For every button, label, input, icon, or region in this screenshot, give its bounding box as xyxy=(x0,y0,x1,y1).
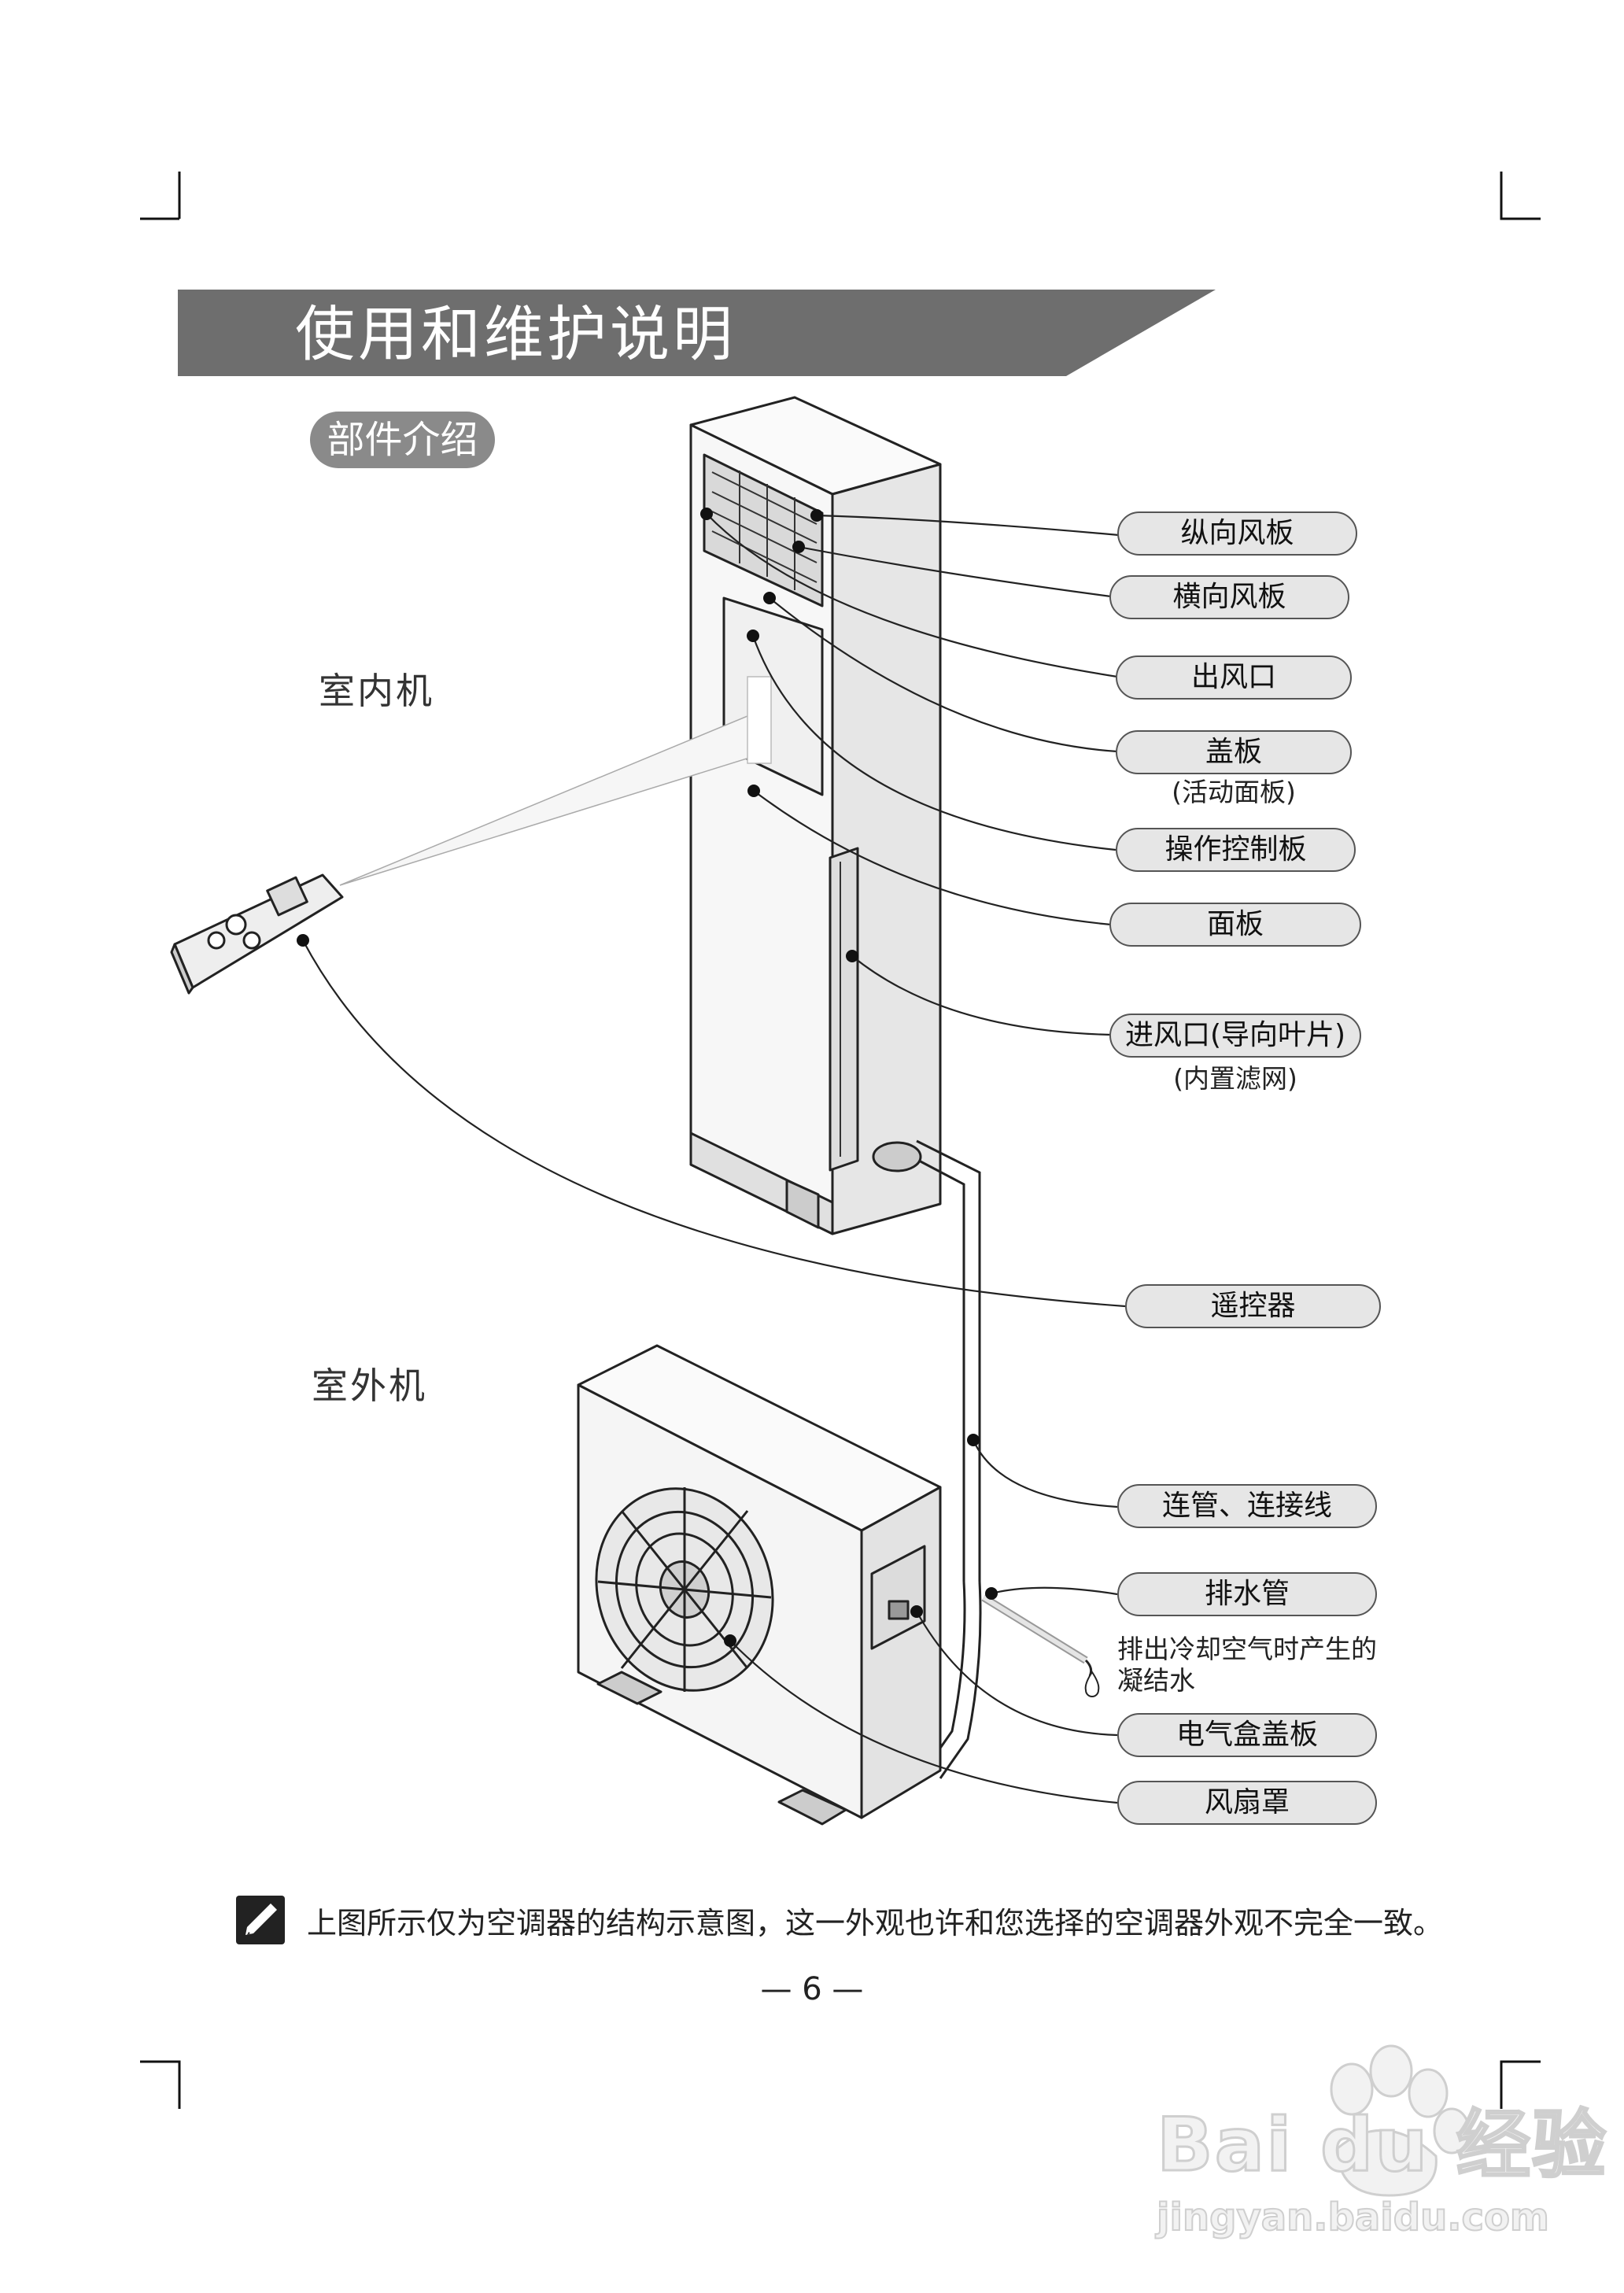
part-horizontal-louver: 横向风板 xyxy=(1109,575,1349,619)
part-fan-guard: 风扇罩 xyxy=(1117,1781,1377,1825)
part-electrical-box-cover: 电气盒盖板 xyxy=(1117,1713,1377,1757)
drain-pipe-note: 排出冷却空气时产生的 凝结水 xyxy=(1117,1634,1377,1697)
title-banner xyxy=(178,290,1216,376)
part-connecting-pipe: 连管、连接线 xyxy=(1117,1484,1377,1528)
part-control-panel: 操作控制板 xyxy=(1116,828,1356,872)
part-front-panel: 面板 xyxy=(1109,903,1361,947)
section-label: 部件介绍 xyxy=(310,412,495,468)
part-vertical-louver: 纵向风板 xyxy=(1117,511,1357,556)
water-drop-icon xyxy=(1084,1671,1100,1697)
part-air-inlet-note: (内置滤网) xyxy=(1173,1063,1297,1094)
remote-control xyxy=(170,873,344,995)
part-cover-plate: 盖板 xyxy=(1116,730,1352,774)
part-cover-plate-note: (活动面板) xyxy=(1172,777,1296,807)
page-title: 使用和维护说明 xyxy=(295,299,736,369)
crop-marks xyxy=(140,172,1541,2109)
page-number: — 6 — xyxy=(760,1971,864,2007)
connecting-pipe xyxy=(872,1139,1093,1779)
drain-note-line-1: 排出冷却空气时产生的 xyxy=(1117,1634,1377,1664)
part-drain-pipe: 排水管 xyxy=(1117,1572,1377,1616)
part-air-outlet: 出风口 xyxy=(1116,655,1352,700)
baidu-paw-icon xyxy=(1330,2044,1471,2197)
watermark-brand: Bai du 经验 xyxy=(1156,2102,1607,2190)
drain-note-line-2: 凝结水 xyxy=(1117,1665,1195,1696)
pencil-icon xyxy=(236,1896,285,1944)
disclaimer-text: 上图所示仅为空调器的结构示意图，这一外观也许和您选择的空调器外观不完全一致。 xyxy=(307,1905,1444,1940)
part-remote-control: 遥控器 xyxy=(1125,1284,1381,1328)
indoor-unit-label: 室内机 xyxy=(319,670,434,712)
disclaimer-note: 上图所示仅为空调器的结构示意图，这一外观也许和您选择的空调器外观不完全一致。 xyxy=(236,1894,1443,1946)
part-air-inlet: 进风口(导向叶片) xyxy=(1109,1014,1361,1058)
indoor-unit xyxy=(689,396,942,1235)
watermark-url: jingyan.baidu.com xyxy=(1156,2195,1550,2240)
leader-dots xyxy=(297,508,998,1647)
outdoor-unit-label: 室外机 xyxy=(312,1364,427,1407)
leader-lines xyxy=(302,513,1126,1804)
